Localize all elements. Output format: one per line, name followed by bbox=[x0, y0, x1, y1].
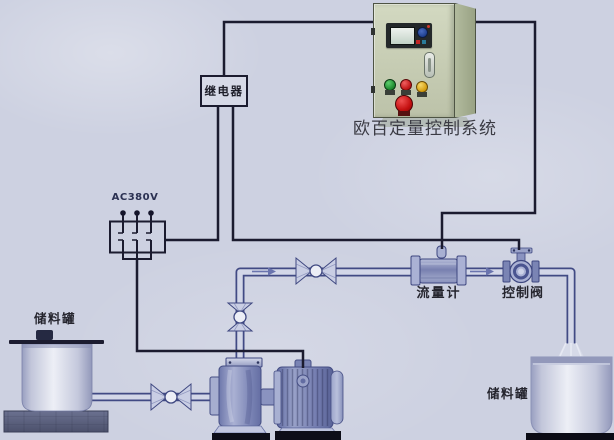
control-valve bbox=[502, 247, 540, 284]
manual-valve-discharge-vertical bbox=[226, 302, 254, 332]
wire-relay-to-breaker bbox=[164, 105, 220, 242]
cabinet-hinge-bottom bbox=[371, 86, 375, 93]
handle-slot bbox=[428, 58, 431, 72]
yellow-pushbutton-base bbox=[417, 92, 427, 97]
cabinet-hinge-top bbox=[371, 28, 375, 35]
wire-cabinet-to-relay bbox=[222, 20, 380, 76]
cabinet-handle bbox=[424, 52, 435, 78]
pour-stream bbox=[558, 342, 584, 357]
green-pushbutton-base bbox=[385, 90, 395, 95]
motor bbox=[273, 359, 344, 440]
power-supply-label: AC380V bbox=[111, 192, 159, 203]
hmi-pilot-light bbox=[427, 25, 430, 28]
relay-box: 继电器 bbox=[200, 75, 248, 107]
cabinet-side-panel bbox=[455, 3, 476, 118]
flow-arrow-2 bbox=[470, 267, 494, 276]
storage-tank-right bbox=[526, 356, 614, 440]
hmi-key-red bbox=[416, 40, 420, 44]
control-wires bbox=[135, 20, 537, 368]
storage-tank-right-label: 储料罐 bbox=[486, 386, 529, 401]
storage-tank-left bbox=[3, 330, 109, 433]
wire-breaker-to-motor bbox=[135, 258, 305, 368]
storage-tank-left-label: 储料罐 bbox=[33, 311, 76, 326]
control-cabinet bbox=[370, 2, 478, 120]
emergency-stop-base bbox=[398, 111, 410, 116]
wire-relay-to-controlvalve bbox=[231, 105, 521, 250]
wire-cabinet-to-flowmeter bbox=[440, 20, 537, 249]
flow-arrow-1 bbox=[252, 267, 276, 276]
pump bbox=[209, 357, 277, 440]
ac380v-breaker bbox=[109, 210, 166, 260]
red-pushbutton-base bbox=[401, 90, 411, 95]
hmi-display-panel bbox=[386, 23, 432, 48]
flow-meter bbox=[410, 245, 467, 286]
hmi-key-blue bbox=[422, 40, 426, 44]
cabinet-door bbox=[373, 3, 455, 118]
manual-valve-suction bbox=[150, 382, 192, 412]
hmi-screen bbox=[390, 27, 415, 45]
hmi-dpad-button bbox=[417, 27, 428, 38]
flow-meter-label: 流量计 bbox=[416, 286, 462, 301]
relay-label: 继电器 bbox=[204, 84, 244, 98]
system-caption: 欧百定量控制系统 bbox=[353, 119, 497, 139]
control-valve-label: 控制阀 bbox=[501, 286, 544, 301]
cabinet-shadow bbox=[378, 117, 472, 127]
manual-valve-discharge-horizontal bbox=[295, 256, 337, 286]
